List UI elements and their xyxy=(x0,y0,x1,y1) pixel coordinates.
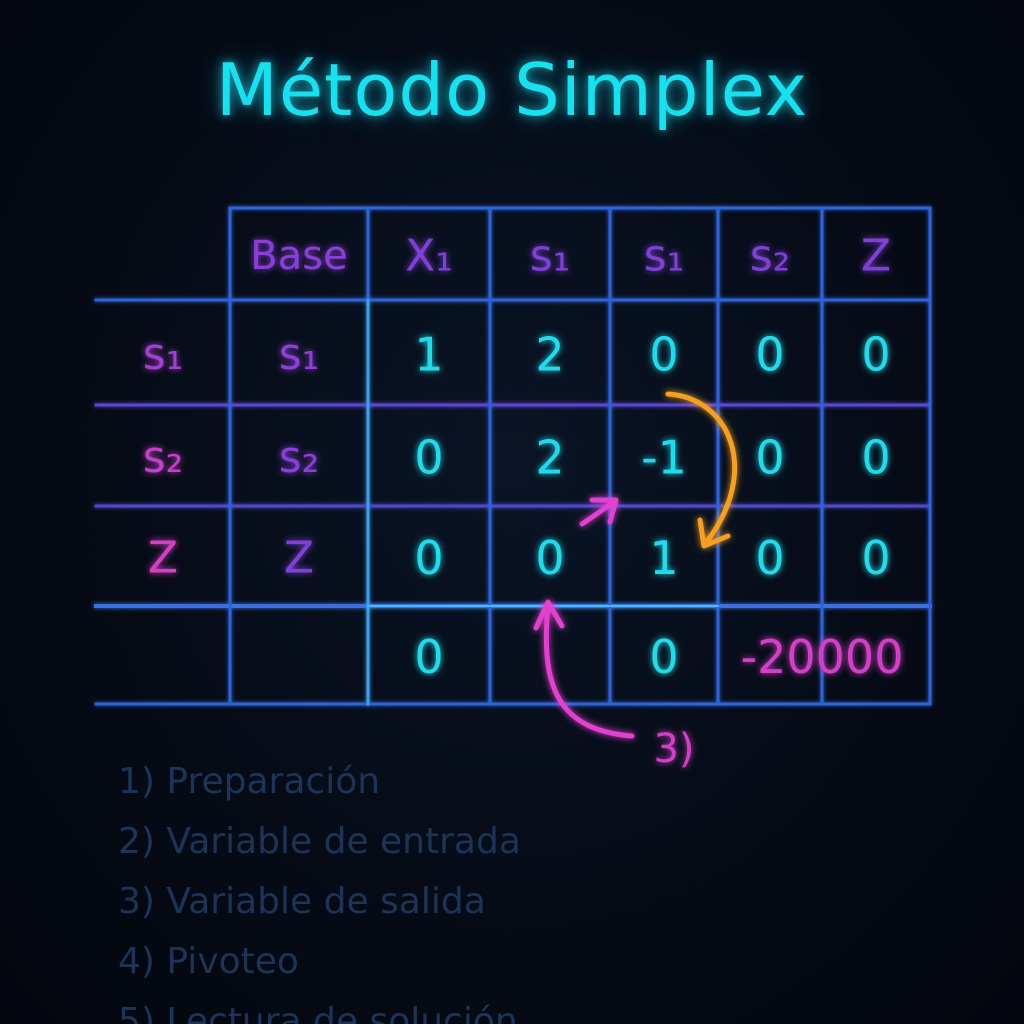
header-cell: s₁ xyxy=(530,231,571,282)
step-item: 4) Pivoteo xyxy=(118,941,299,982)
table-cell: 2 xyxy=(535,431,564,485)
step-item: 2) Variable de entrada xyxy=(118,821,521,862)
table-cell: 0 xyxy=(861,431,890,485)
page-title: Método Simplex xyxy=(215,48,809,132)
table-cell: -1 xyxy=(641,431,687,485)
tableau-grid xyxy=(94,206,932,706)
table-cell: 0 xyxy=(414,531,443,585)
table-cell: 1 xyxy=(414,328,443,382)
row-label: Z xyxy=(148,533,178,584)
row-label: s₁ xyxy=(143,329,184,380)
table-cell: 0 xyxy=(755,328,784,382)
row-base: s₁ xyxy=(279,329,320,380)
table-cell: 0 xyxy=(861,531,890,585)
table-cell: 0 xyxy=(861,328,890,382)
row-base: s₂ xyxy=(279,432,320,483)
header-cell: Z xyxy=(861,231,891,282)
header-cell: s₂ xyxy=(750,231,791,282)
row-label: s₂ xyxy=(143,432,184,483)
steps-list: 1) Preparación 2) Variable de entrada 3)… xyxy=(118,752,918,1024)
table-cell: 0 xyxy=(755,531,784,585)
table-cell: -20000 xyxy=(741,630,904,684)
header-cell: s₁ xyxy=(644,231,685,282)
header-cell: X₁ xyxy=(405,231,453,282)
step-item: 5) Lectura de solución xyxy=(118,1001,518,1024)
magenta-small-arrow xyxy=(579,497,619,527)
row-base: Z xyxy=(284,533,314,584)
step-item: 1) Preparación xyxy=(118,761,381,802)
table-cell: 0 xyxy=(414,431,443,485)
table-cell: 0 xyxy=(535,531,564,585)
table-cell: 0 xyxy=(649,630,678,684)
table-cell: 2 xyxy=(535,328,564,382)
annotation-label: 3) xyxy=(653,726,694,772)
header-cell: Base xyxy=(250,233,347,279)
table-cell: 1 xyxy=(649,531,678,585)
table-cell: 0 xyxy=(414,630,443,684)
table-cell: 0 xyxy=(755,431,784,485)
magenta-curved-arrow xyxy=(533,599,635,739)
orange-curved-arrow xyxy=(665,391,738,549)
table-cell: 0 xyxy=(649,328,678,382)
step-item: 3) Variable de salida xyxy=(118,881,486,922)
